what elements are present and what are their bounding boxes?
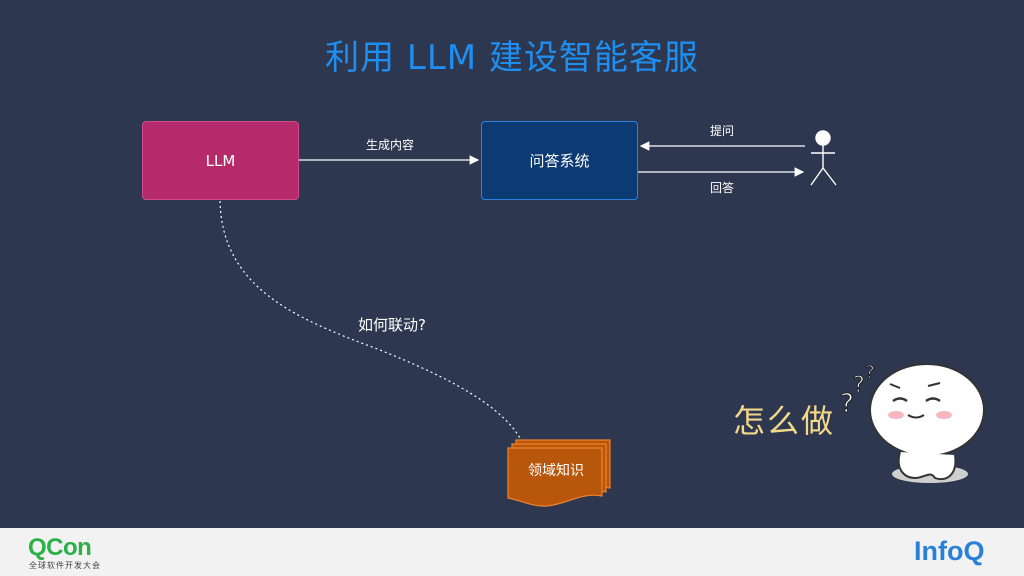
qcon-subtitle: 全球软件开发大会 (29, 561, 101, 570)
ask-label: 提问 (710, 124, 735, 138)
slide-title: 利用 LLM 建设智能客服 (325, 38, 699, 78)
llm-node: LLM (142, 121, 299, 200)
answer-label: 回答 (710, 181, 735, 195)
user-person-icon (810, 130, 837, 186)
footer-bar: QCon 全球软件开发大会 InfoQ (0, 528, 1024, 576)
dotted-link-curve (219, 200, 521, 439)
infoq-logo: InfoQ (914, 536, 985, 566)
svg-text:?: ? (865, 362, 875, 383)
domain-knowledge-docs-icon (507, 439, 611, 507)
svg-text:?: ? (853, 373, 865, 398)
link-question-label: 如何联动? (358, 316, 426, 334)
llm-to-qa-label: 生成内容 (366, 138, 415, 152)
svg-text:?: ? (840, 389, 854, 419)
domain-knowledge-label: 领域知识 (528, 463, 584, 479)
qa-system-node: 问答系统 (481, 121, 638, 200)
qcon-logo: QCon (28, 534, 92, 561)
sticker-text: 怎么做 (733, 402, 836, 440)
thinking-character-sticker: ? ? ? (840, 362, 985, 483)
